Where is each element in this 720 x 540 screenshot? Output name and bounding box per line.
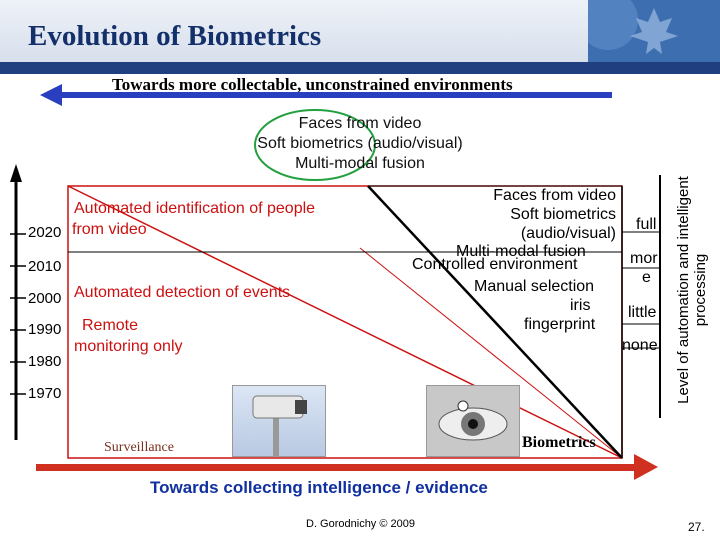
bio-line-7: iris bbox=[570, 297, 591, 314]
header-stripe bbox=[0, 62, 720, 74]
footer-author: D. Gorodnichy © 2009 bbox=[306, 518, 415, 530]
page-number: 27. bbox=[688, 520, 705, 534]
level-more-2: e bbox=[642, 269, 651, 286]
page-title: Evolution of Biometrics bbox=[28, 20, 322, 52]
fusion-line-2: Soft biometrics (audio/visual) bbox=[257, 135, 463, 152]
surveillance-label: Surveillance bbox=[104, 440, 174, 455]
surveillance-item-3: Automated detection of events bbox=[74, 284, 291, 301]
eye-photo bbox=[426, 385, 520, 457]
year-2000: 2000 bbox=[28, 290, 62, 307]
eye-icon bbox=[427, 386, 519, 456]
surveillance-item-4: Remote bbox=[82, 317, 139, 334]
automation-label-line-1: Level of automation and intelligent bbox=[675, 176, 692, 404]
maple-leaf-icon bbox=[578, 0, 720, 62]
bio-line-8: fingerprint bbox=[524, 316, 596, 333]
surveillance-item-1: Automated identification of people bbox=[74, 200, 316, 217]
top-arrow-label: Towards more collectable, unconstrained … bbox=[112, 75, 513, 94]
bottom-arrow-label: Towards collecting intelligence / eviden… bbox=[150, 478, 488, 497]
fusion-text: Faces from video Soft biometrics (audio/… bbox=[200, 114, 520, 174]
fusion-line-3: Multi-modal fusion bbox=[295, 155, 425, 172]
fusion-ellipse bbox=[254, 109, 376, 181]
level-more-1: mor bbox=[630, 250, 658, 267]
surveillance-item-2: from video bbox=[72, 221, 147, 238]
automation-label-line-2: processing bbox=[692, 253, 709, 327]
bio-line-4: Multi-modal fusion bbox=[456, 243, 586, 260]
bio-line-6: Manual selection bbox=[474, 278, 595, 295]
level-full: full bbox=[636, 216, 657, 233]
camera-photo bbox=[232, 385, 326, 457]
level-none: none bbox=[622, 337, 658, 354]
top-left-arrow bbox=[40, 84, 612, 106]
year-1990: 1990 bbox=[28, 321, 62, 338]
bio-line-3: (audio/visual) bbox=[520, 225, 616, 242]
logo-graphic bbox=[578, 0, 720, 62]
biometrics-list: Faces from video Soft biometrics (audio/… bbox=[380, 186, 616, 243]
year-2020: 2020 bbox=[28, 224, 62, 241]
year-2010: 2010 bbox=[28, 258, 62, 275]
bio-line-1: Faces from video bbox=[493, 187, 616, 204]
bio-line-2: Soft biometrics bbox=[510, 206, 616, 223]
year-1980: 1980 bbox=[28, 353, 62, 370]
security-camera-icon bbox=[252, 395, 307, 456]
fusion-line-1: Faces from video bbox=[298, 115, 422, 132]
surveillance-item-5: monitoring only bbox=[74, 338, 183, 355]
bio-line-5: Controlled environment bbox=[412, 256, 578, 273]
biometrics-label: Biometrics bbox=[522, 434, 596, 451]
year-1970: 1970 bbox=[28, 385, 62, 402]
level-little: little bbox=[628, 304, 657, 321]
